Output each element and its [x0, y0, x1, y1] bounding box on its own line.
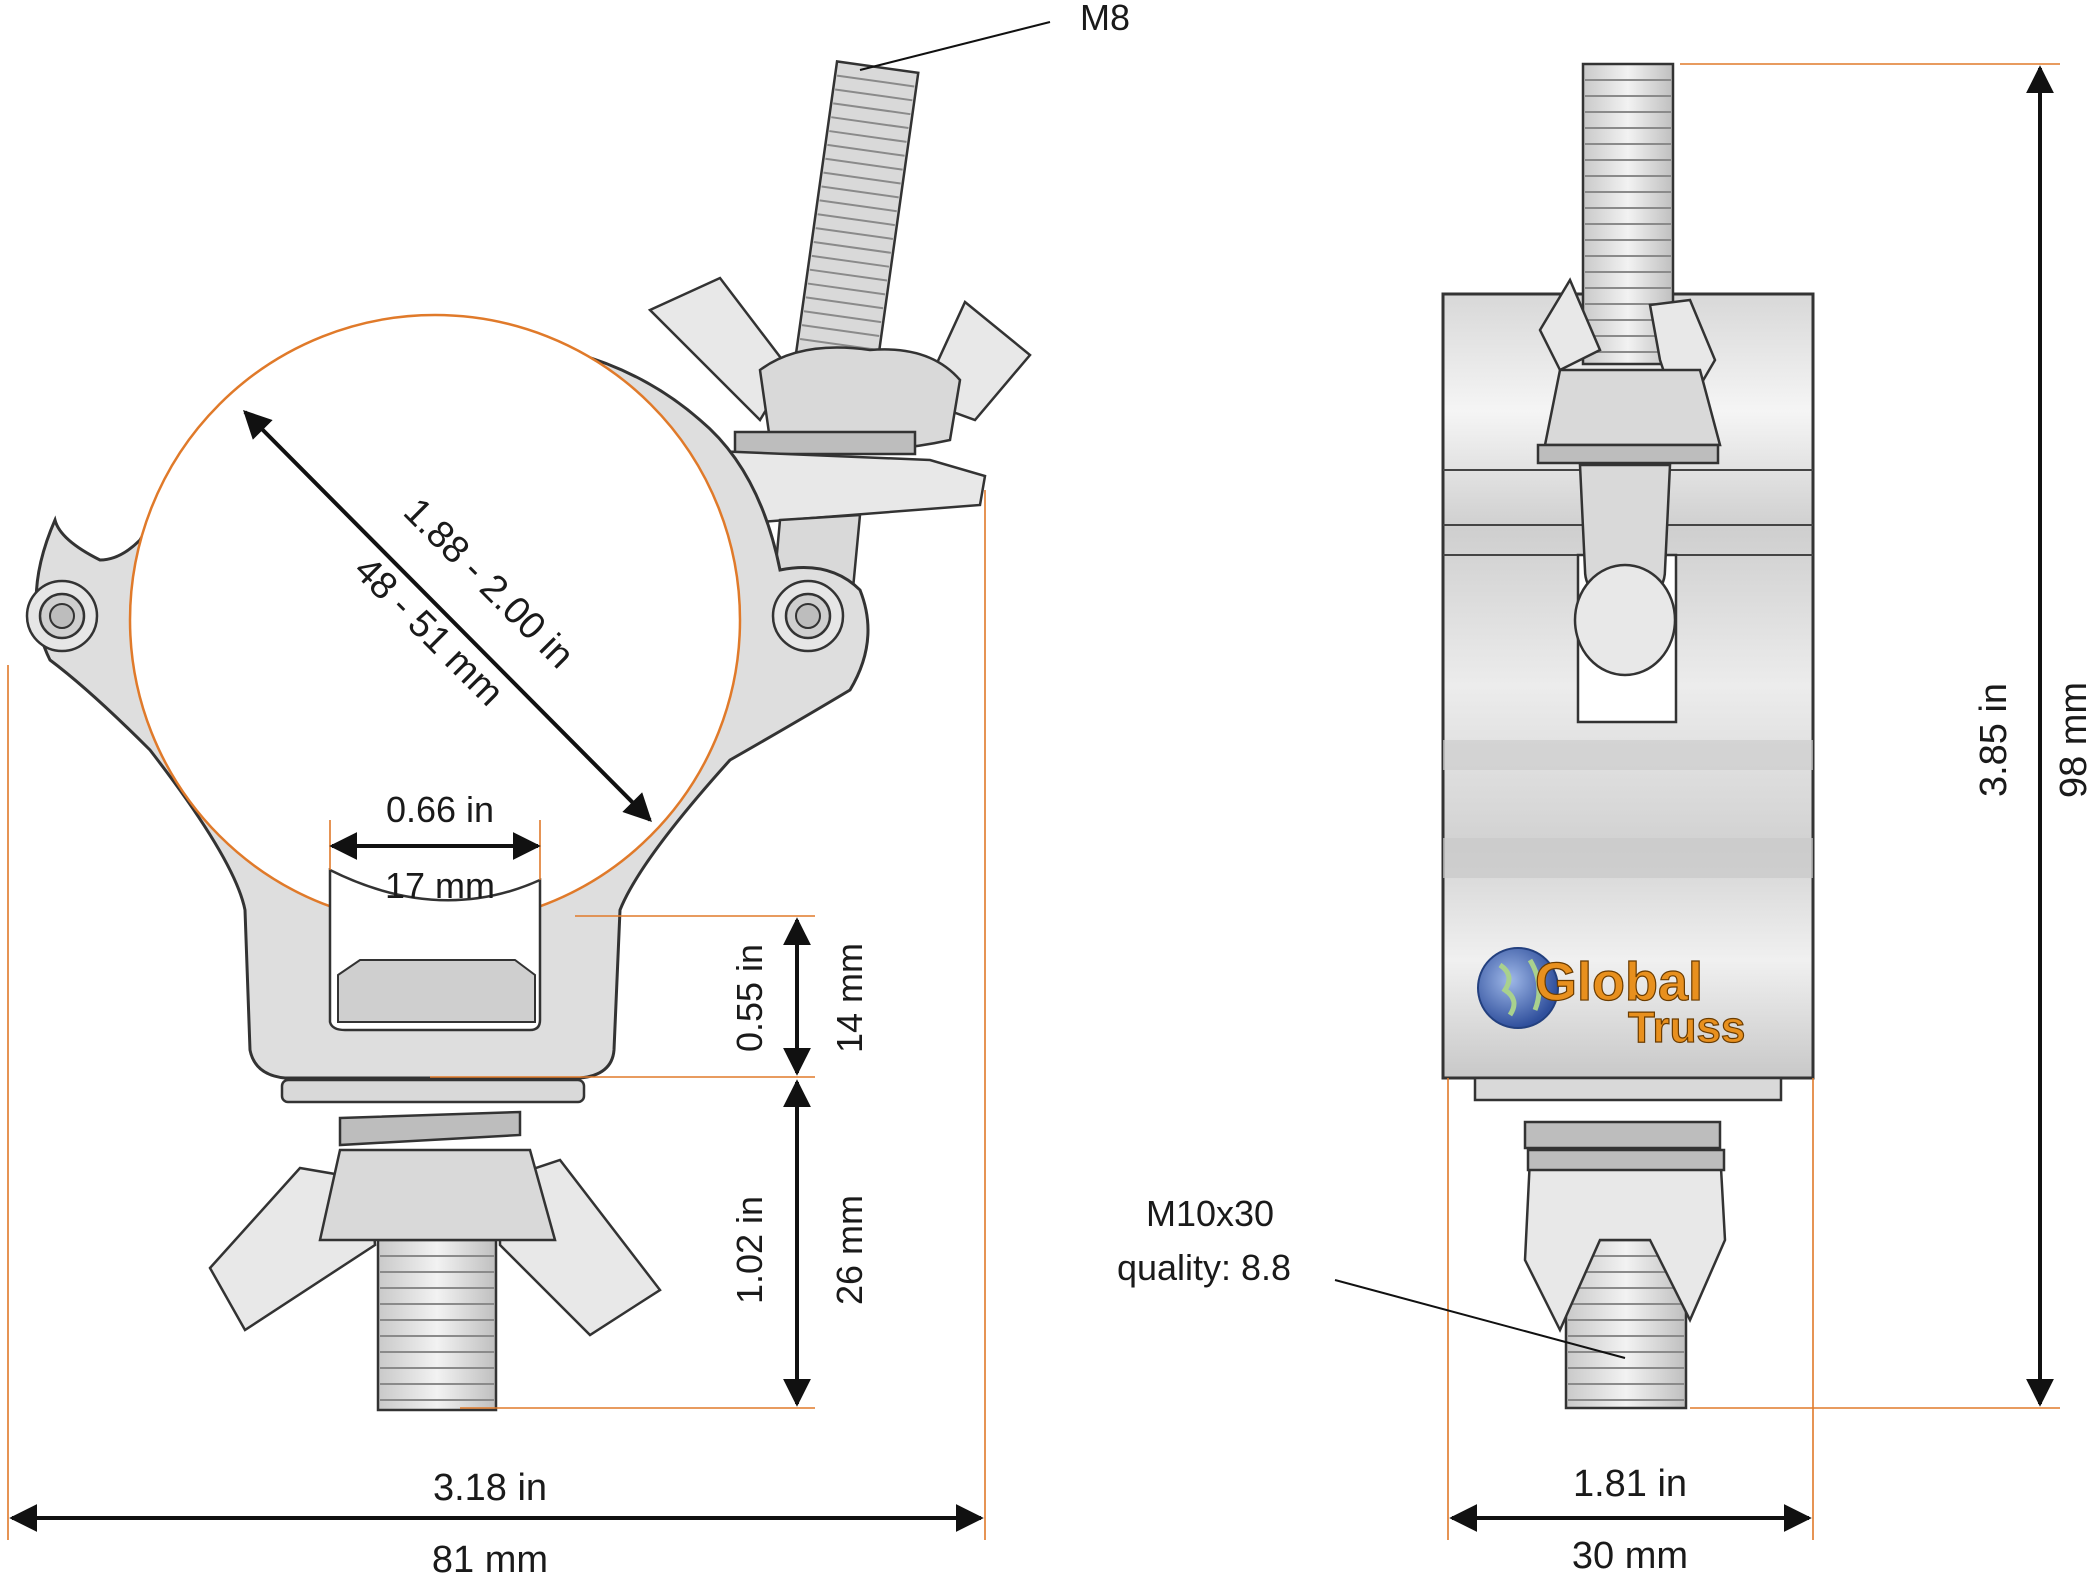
- overall-height-mm: 98 mm: [2053, 682, 2092, 798]
- logo-line2: Truss: [1628, 1003, 1745, 1052]
- side-view: Global Truss 3.85 in 98 mm 1.81 in 30 mm…: [1117, 62, 2092, 1577]
- m8-label: M8: [1080, 0, 1130, 38]
- bottom-wing-nut: [208, 1148, 662, 1337]
- m10-spec-label: M10x30: [1146, 1193, 1274, 1234]
- front-view: 1.88 - 2.00 in 48 - 51 mm 0.66 in 17 mm …: [7, 0, 1130, 1580]
- slot-width-mm: 17 mm: [385, 865, 495, 906]
- logo-line1: Global: [1535, 952, 1703, 1012]
- m10-leader: [1334, 1279, 1626, 1359]
- overall-width-mm: 81 mm: [432, 1539, 548, 1580]
- overall-width-inch: 3.18 in: [433, 1467, 547, 1509]
- spring-washer: [338, 1110, 522, 1147]
- overall-height-inch: 3.85 in: [1973, 683, 2015, 797]
- m8-leader: [859, 21, 1051, 71]
- m10-quality-label: quality: 8.8: [1117, 1247, 1291, 1288]
- bottom-washer: [280, 1078, 586, 1104]
- bolt-length-inch: 1.02 in: [729, 1196, 770, 1304]
- side-top-wing-nut: [1536, 277, 1722, 465]
- global-truss-logo: Global Truss: [1477, 947, 1746, 1053]
- side-spring-washer: [1523, 1120, 1722, 1150]
- bottom-bolt: [376, 1238, 498, 1412]
- bolt-length-mm: 26 mm: [829, 1195, 870, 1305]
- right-hinge-bolt: [771, 579, 845, 653]
- left-hinge-bolt: [25, 579, 99, 653]
- side-width-inch: 1.81 in: [1573, 1463, 1687, 1505]
- base-height-inch: 0.55 in: [729, 944, 770, 1052]
- slot-width-inch: 0.66 in: [386, 789, 494, 830]
- side-width-mm: 30 mm: [1572, 1535, 1688, 1577]
- side-bottom-washer: [1473, 1076, 1783, 1102]
- side-bottom-wing-nut: [1523, 1148, 1727, 1333]
- top-bolt: [793, 60, 920, 372]
- base-height-mm: 14 mm: [829, 943, 870, 1053]
- top-wing-nut: [647, 276, 1032, 456]
- tube-diameter-line: [243, 410, 652, 822]
